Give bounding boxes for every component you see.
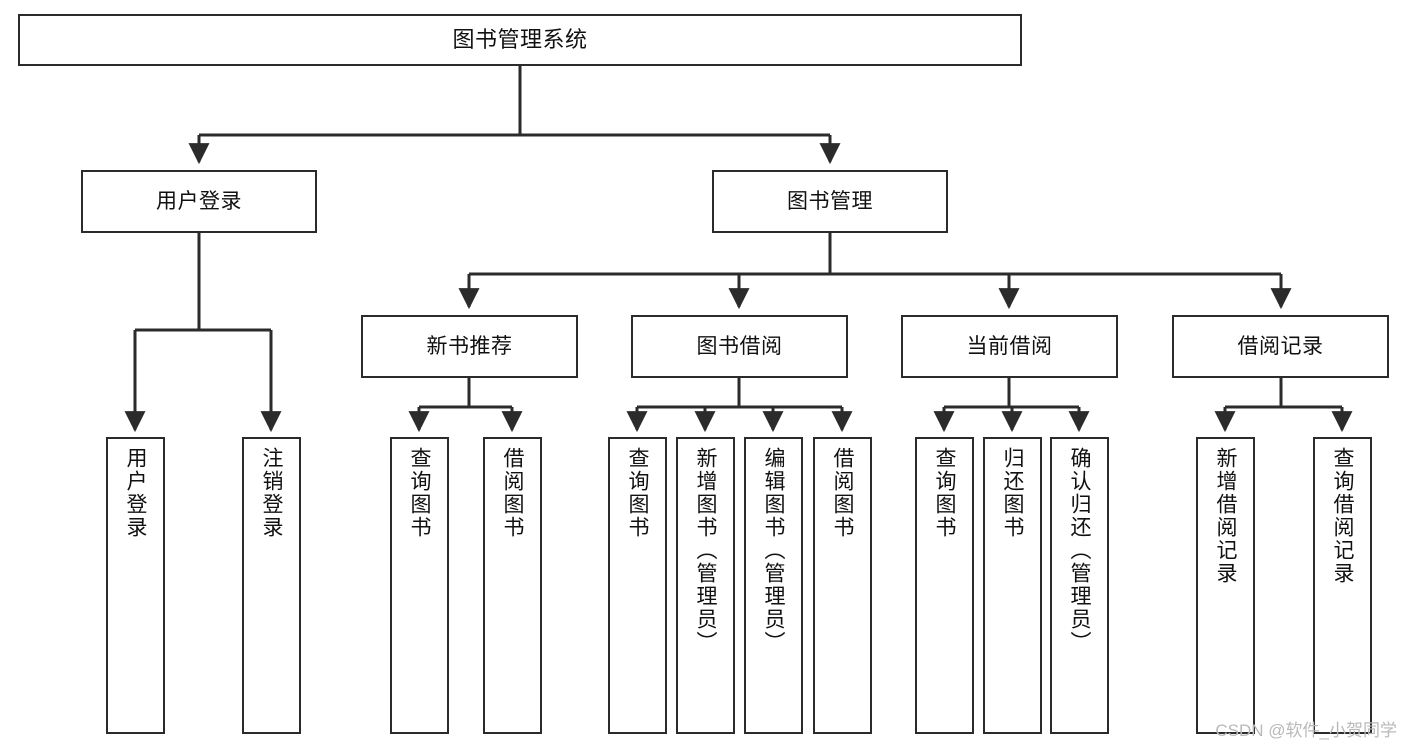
leaf-logout-label: 注销登录 [260,447,283,539]
leaf-edit-book[interactable]: 编辑图书（管理员） [744,437,803,734]
node-new-book-rec-label: 新书推荐 [426,334,513,358]
node-user-login[interactable]: 用户登录 [81,170,317,233]
leaf-borrow-book-2[interactable]: 借阅图书 [813,437,872,734]
leaf-return-book-label: 归还图书 [1001,447,1024,539]
node-user-login-label: 用户登录 [156,189,242,213]
node-current-borrow[interactable]: 当前借阅 [901,315,1118,378]
node-new-book-rec[interactable]: 新书推荐 [361,315,578,378]
node-current-borrow-label: 当前借阅 [966,334,1053,358]
leaf-query-book-1[interactable]: 查询图书 [390,437,449,734]
leaf-add-book-label: 新增图书（管理员） [694,447,717,654]
leaf-query-record-label: 查询借阅记录 [1331,447,1354,585]
leaf-query-book-3-label: 查询图书 [933,447,956,539]
csdn-watermark: CSDN @软件_小贺同学 [1215,721,1397,740]
leaf-return-book[interactable]: 归还图书 [983,437,1042,734]
node-root-label: 图书管理系统 [452,26,588,52]
node-borrow-record[interactable]: 借阅记录 [1172,315,1389,378]
leaf-query-book-2[interactable]: 查询图书 [608,437,667,734]
node-root[interactable]: 图书管理系统 [18,14,1022,66]
leaf-add-book[interactable]: 新增图书（管理员） [676,437,735,734]
leaf-borrow-book-1-label: 借阅图书 [501,447,524,539]
leaf-add-record-label: 新增借阅记录 [1214,447,1237,585]
leaf-user-login-label: 用户登录 [124,447,147,539]
leaf-borrow-book-2-label: 借阅图书 [831,447,854,539]
node-book-borrow-label: 图书借阅 [696,334,783,358]
node-book-manage[interactable]: 图书管理 [712,170,948,233]
leaf-add-record[interactable]: 新增借阅记录 [1196,437,1255,734]
leaf-confirm-return-label: 确认归还（管理员） [1068,447,1091,654]
leaf-logout[interactable]: 注销登录 [242,437,301,734]
leaf-query-book-2-label: 查询图书 [626,447,649,539]
leaf-borrow-book-1[interactable]: 借阅图书 [483,437,542,734]
leaf-user-login[interactable]: 用户登录 [106,437,165,734]
leaf-edit-book-label: 编辑图书（管理员） [762,447,785,654]
leaf-query-book-1-label: 查询图书 [408,447,431,539]
node-book-borrow[interactable]: 图书借阅 [631,315,848,378]
leaf-query-book-3[interactable]: 查询图书 [915,437,974,734]
node-borrow-record-label: 借阅记录 [1237,334,1324,358]
leaf-confirm-return[interactable]: 确认归还（管理员） [1050,437,1109,734]
leaf-query-record[interactable]: 查询借阅记录 [1313,437,1372,734]
node-book-manage-label: 图书管理 [787,189,873,213]
